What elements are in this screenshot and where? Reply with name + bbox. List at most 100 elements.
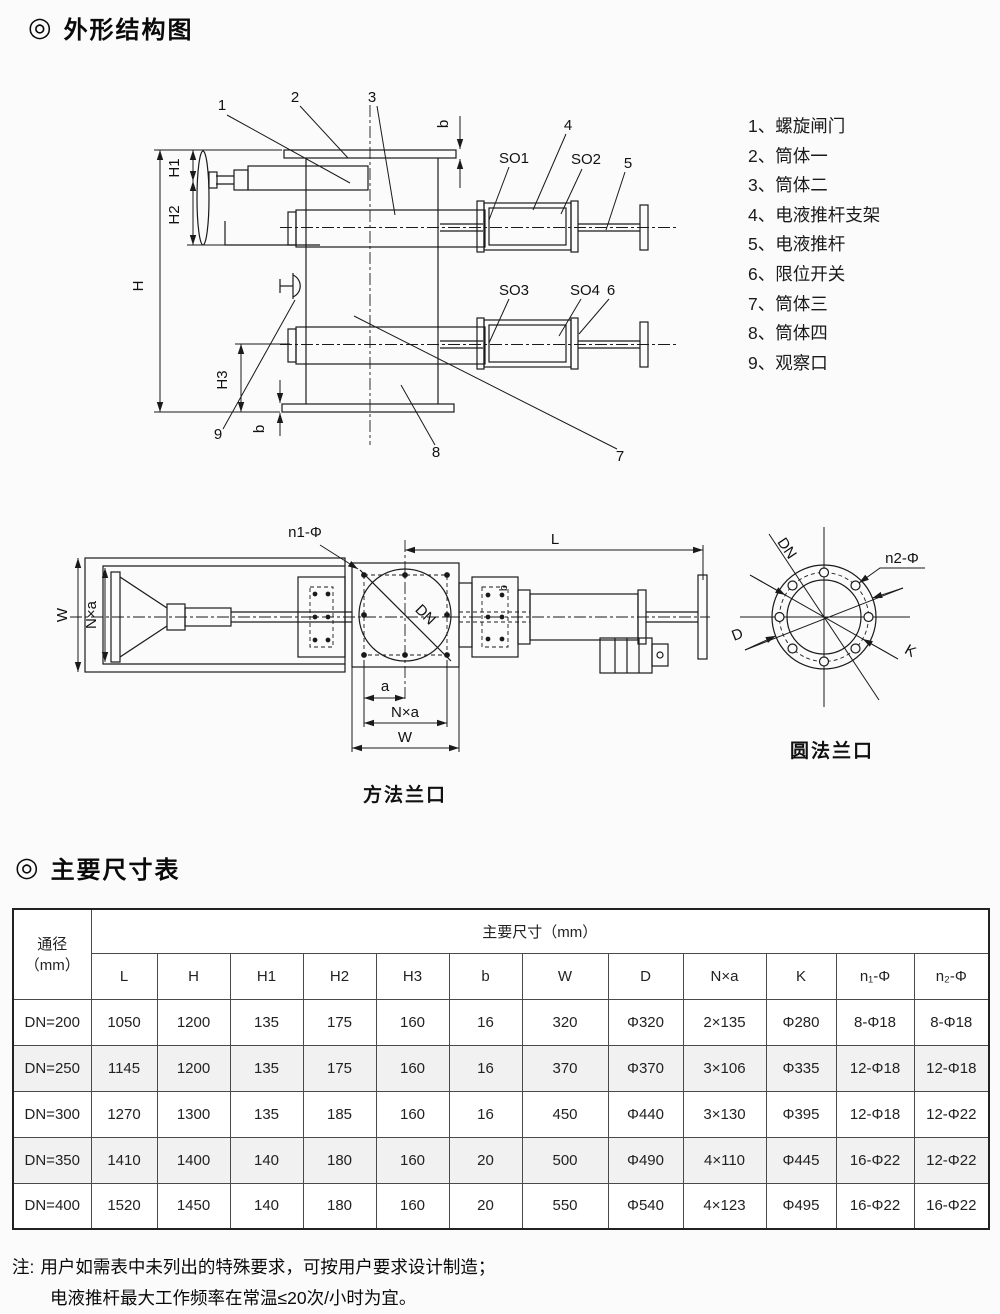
part-label-6: 6 [607,282,615,299]
dim-label-L: L [551,531,559,548]
legend-item: 2、筒体一 [748,145,828,166]
value-cell: Φ540 [607,1182,684,1230]
value-cell: 12-Φ18 [913,1044,990,1092]
switch-label-so4: SO4 [570,282,600,299]
top-view-drawing: W N×a n1-Φ L DN b a N×a W 方法兰口 [54,524,710,806]
col-header: H3 [375,952,450,1000]
value-cell: 1200 [156,1044,231,1092]
part-label-9: 9 [214,426,222,443]
value-cell: 135 [229,1090,304,1138]
part-label-4: 4 [564,117,572,134]
table-row: DN=400 1520 1450 140 180 160 20 550 Φ540… [12,1182,990,1230]
upper-actuator [483,202,572,251]
dn-cell: DN=250 [12,1044,92,1092]
table-row: DN=300 1270 1300 135 185 160 16 450 Φ440… [12,1090,990,1138]
value-cell: 1450 [156,1182,231,1230]
part-label-2: 2 [291,89,299,106]
dim-label-b-top: b [435,120,452,128]
value-cell: 20 [448,1182,523,1230]
value-cell: 4×123 [682,1182,767,1230]
dim-label-n2-phi: n2-Φ [885,550,919,567]
legend-item: 7、筒体三 [748,293,828,314]
dim-label-H2: H2 [166,205,183,224]
col-header: H1 [229,952,304,1000]
value-cell: 550 [521,1182,609,1230]
switch-label-so3: SO3 [499,282,529,299]
parts-legend: 1、螺旋闸门 2、筒体一 3、筒体二 4、电液推杆支架 5、电液推杆 6、限位开… [748,112,880,378]
dim-label-Nxa-side: N×a [83,600,100,629]
legend-item: 3、筒体二 [748,175,828,196]
value-cell: 1520 [90,1182,158,1230]
col-header: N×a [682,952,767,1000]
dim-label-W-side: W [54,607,71,622]
dim-label-Nxa-bottom: N×a [391,704,420,721]
dim-label-b-bottom: b [251,425,268,433]
value-cell: 1050 [90,998,158,1046]
value-cell: 1200 [156,998,231,1046]
dn-cell: DN=400 [12,1182,92,1230]
motor-top [599,637,653,674]
value-cell: 16-Φ22 [835,1136,915,1184]
value-cell: 12-Φ18 [835,1090,915,1138]
group-header-main-dimensions: 主要尺寸（mm） [90,908,990,954]
table-row: DN=350 1410 1400 140 180 160 20 500 Φ490… [12,1136,990,1184]
value-cell: 1270 [90,1090,158,1138]
col-header: n₂-Φ [913,952,990,1000]
value-cell: 1145 [90,1044,158,1092]
value-cell: 175 [302,1044,377,1092]
value-cell: 1300 [156,1090,231,1138]
dim-label-D: D [729,625,745,645]
table-row: DN=200 1050 1200 135 175 160 16 320 Φ320… [12,998,990,1046]
table-header-row-columns: L H H1 H2 H3 b W D N×a K n₁-Φ n₂-Φ [13,952,990,1000]
legend-item: 5、电液推杆 [748,234,846,255]
value-cell: 160 [375,1044,450,1092]
dn-cell: DN=350 [12,1136,92,1184]
value-cell: 16 [448,998,523,1046]
value-cell: Φ370 [607,1044,684,1092]
dim-label-K: K [902,641,919,661]
section-title-structure: ◎ 外形结构图 [28,10,194,45]
col-header: W [521,952,609,1000]
value-cell: 140 [229,1136,304,1184]
observation-port [292,274,301,298]
value-cell: 20 [448,1136,523,1184]
valve-body-outline [196,105,678,445]
switch-label-so1: SO1 [499,150,529,167]
legend-item: 8、筒体四 [748,323,828,344]
col-header: D [607,952,684,1000]
dn-cell: DN=300 [12,1090,92,1138]
col-header: n₁-Φ [835,952,915,1000]
col-header: H2 [302,952,377,1000]
value-cell: 175 [302,998,377,1046]
dim-label-H1: H1 [166,158,183,177]
value-cell: 12-Φ22 [913,1136,990,1184]
value-cell: 140 [229,1182,304,1230]
value-cell: 160 [375,1090,450,1138]
dim-label-H3: H3 [214,370,231,389]
value-cell: 8-Φ18 [835,998,915,1046]
dim-label-DN-round: DN [774,535,800,562]
value-cell: 180 [302,1136,377,1184]
value-cell: 2×135 [682,998,767,1046]
dimension-lines [154,116,464,436]
legend-item: 9、观察口 [748,352,828,373]
value-cell: 500 [521,1136,609,1184]
footnote-line1: 用户如需表中未列出的特殊要求，可按用户要求设计制造； [40,1257,496,1277]
table-header-row-group: 通径 （mm） 主要尺寸（mm） [12,908,990,1000]
value-cell: 185 [302,1090,377,1138]
col-header: K [765,952,837,1000]
dn-cell: DN=200 [12,998,92,1046]
value-cell: 160 [375,998,450,1046]
dim-label-a: a [381,678,390,695]
value-cell: Φ490 [607,1136,684,1184]
value-cell: 1400 [156,1136,231,1184]
legend-item: 4、电液推杆支架 [748,204,881,225]
table-row: DN=250 1145 1200 135 175 160 16 370 Φ370… [12,1044,990,1092]
part-label-7: 7 [616,448,624,465]
value-cell: 8-Φ18 [913,998,990,1046]
value-cell: Φ280 [765,998,837,1046]
double-circle-bullet-icon: ◎ [15,852,39,882]
part-label-8: 8 [432,444,440,461]
round-flange-dimensions [744,567,925,660]
dimension-table: 通径 （mm） 主要尺寸（mm） L H H1 H2 H3 b W D N×a … [12,908,991,1230]
